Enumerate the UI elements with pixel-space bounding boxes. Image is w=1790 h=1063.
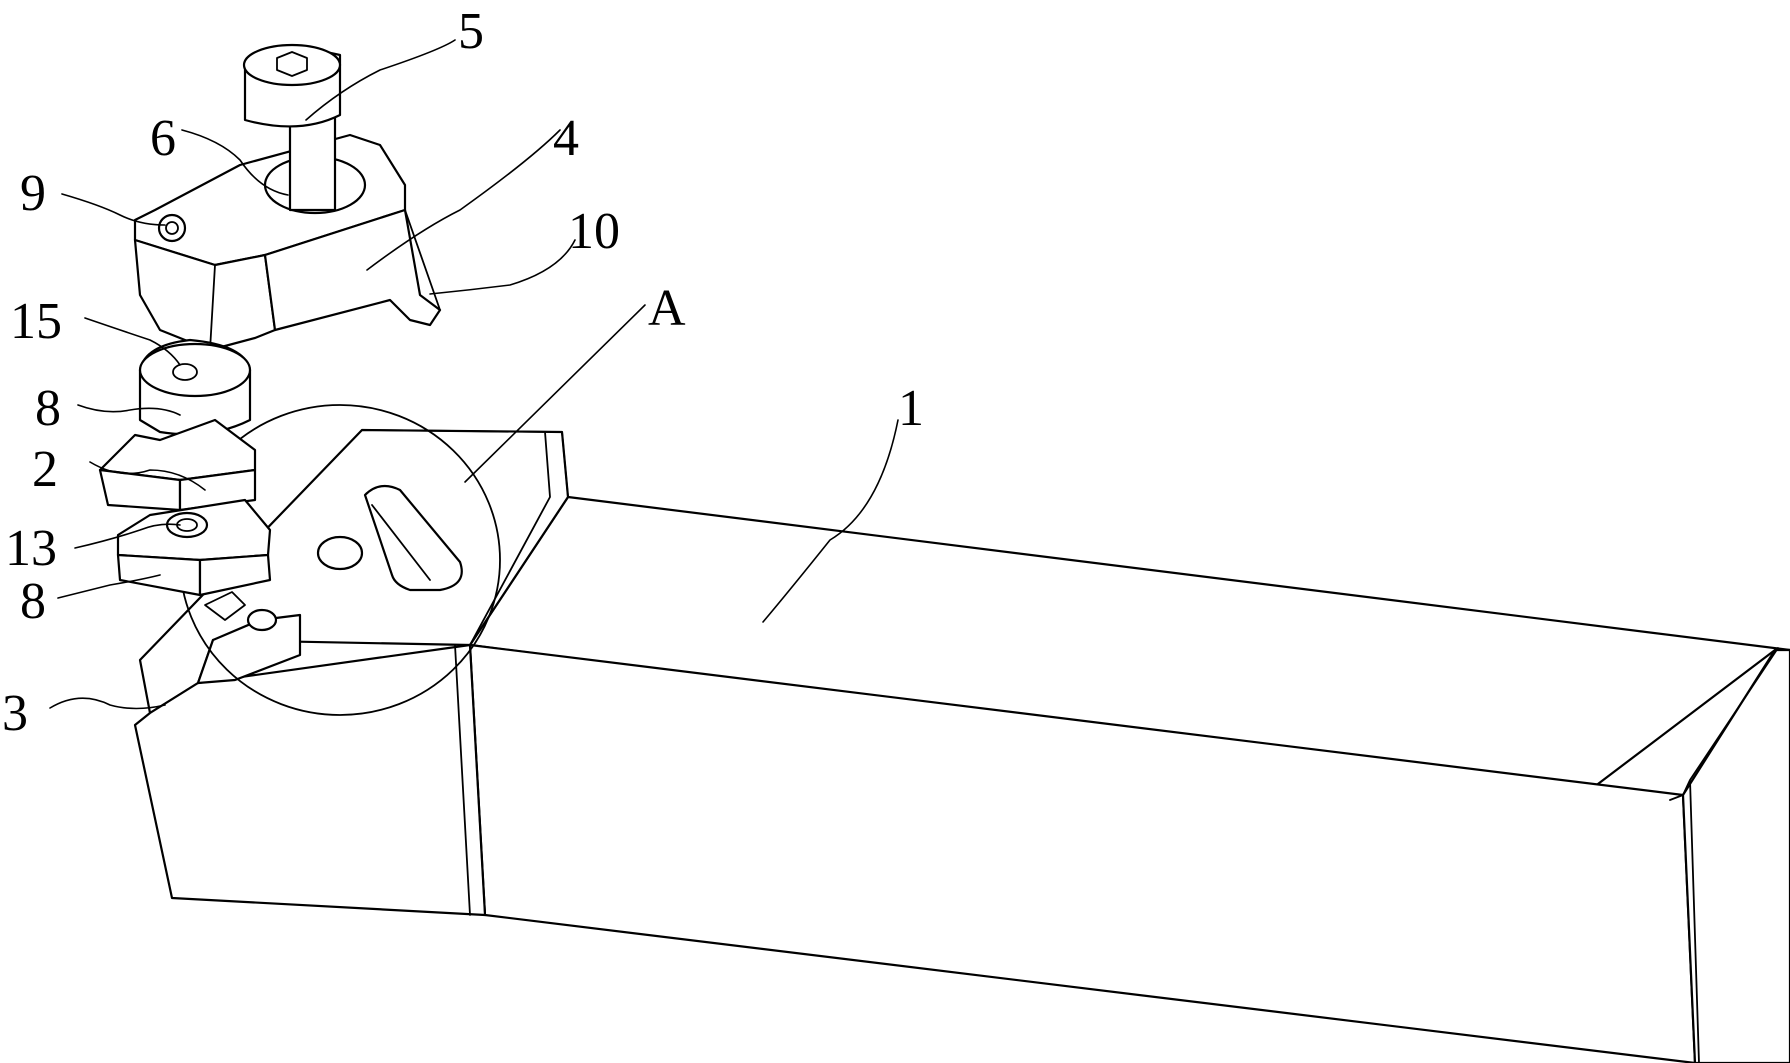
leader-3	[49, 697, 166, 710]
label-8-upper: 8	[35, 380, 61, 437]
spacer-hole	[172, 363, 198, 381]
shim-and-insert	[98, 418, 257, 512]
tool-shank	[468, 495, 1790, 1063]
clamp-front-face	[133, 238, 277, 352]
screw-head-top	[242, 43, 342, 87]
label-3: 3	[2, 685, 28, 742]
tool-head	[133, 428, 570, 917]
leader-15	[84, 317, 181, 366]
clamp-arm	[133, 133, 442, 352]
clamp-side-face	[263, 208, 442, 332]
label-1: 1	[898, 380, 924, 437]
label-a: A	[648, 280, 686, 337]
shank-chamfer-edges	[1669, 647, 1779, 1063]
clamp-screw	[242, 43, 342, 212]
leader-8-lower	[57, 574, 161, 599]
label-4: 4	[553, 110, 579, 167]
head-front-edge	[454, 644, 486, 916]
clamp-slot	[363, 484, 463, 592]
leader-4	[366, 129, 561, 271]
pocket-hole	[246, 608, 278, 632]
leader-2	[89, 461, 206, 491]
label-6: 6	[150, 110, 176, 167]
label-2: 2	[32, 441, 58, 498]
label-13: 13	[5, 520, 57, 577]
clamp-slot-inner	[371, 504, 431, 581]
leader-8-upper	[77, 404, 181, 416]
screw-hex-socket	[276, 51, 308, 77]
lower-shim	[116, 498, 272, 597]
leader-6	[181, 129, 289, 196]
label-15: 15	[10, 293, 62, 350]
leader-5	[305, 39, 456, 121]
spacer-top	[138, 342, 252, 398]
leader-10	[429, 239, 576, 295]
head-hole	[316, 535, 364, 571]
screw-9-socket	[165, 221, 179, 235]
label-8-lower: 8	[20, 573, 46, 630]
shim-side	[198, 553, 272, 597]
leader-1	[762, 419, 899, 623]
label-9: 9	[20, 165, 46, 222]
screw-shank	[288, 108, 337, 212]
insert-2-side	[178, 468, 257, 512]
part-labels: 1 2 3 4 5 6 8 8 9 10 13 15 A	[2, 3, 924, 742]
leader-lines	[49, 39, 899, 710]
leader-9	[61, 193, 166, 226]
label-10: 10	[568, 203, 620, 260]
pin-stub	[204, 591, 246, 621]
leader-a	[464, 304, 646, 483]
screw-9-head	[157, 213, 187, 243]
shank-end-face	[1681, 648, 1790, 1063]
label-5: 5	[458, 3, 484, 60]
spacer-15	[138, 338, 252, 436]
leader-13	[74, 523, 181, 549]
